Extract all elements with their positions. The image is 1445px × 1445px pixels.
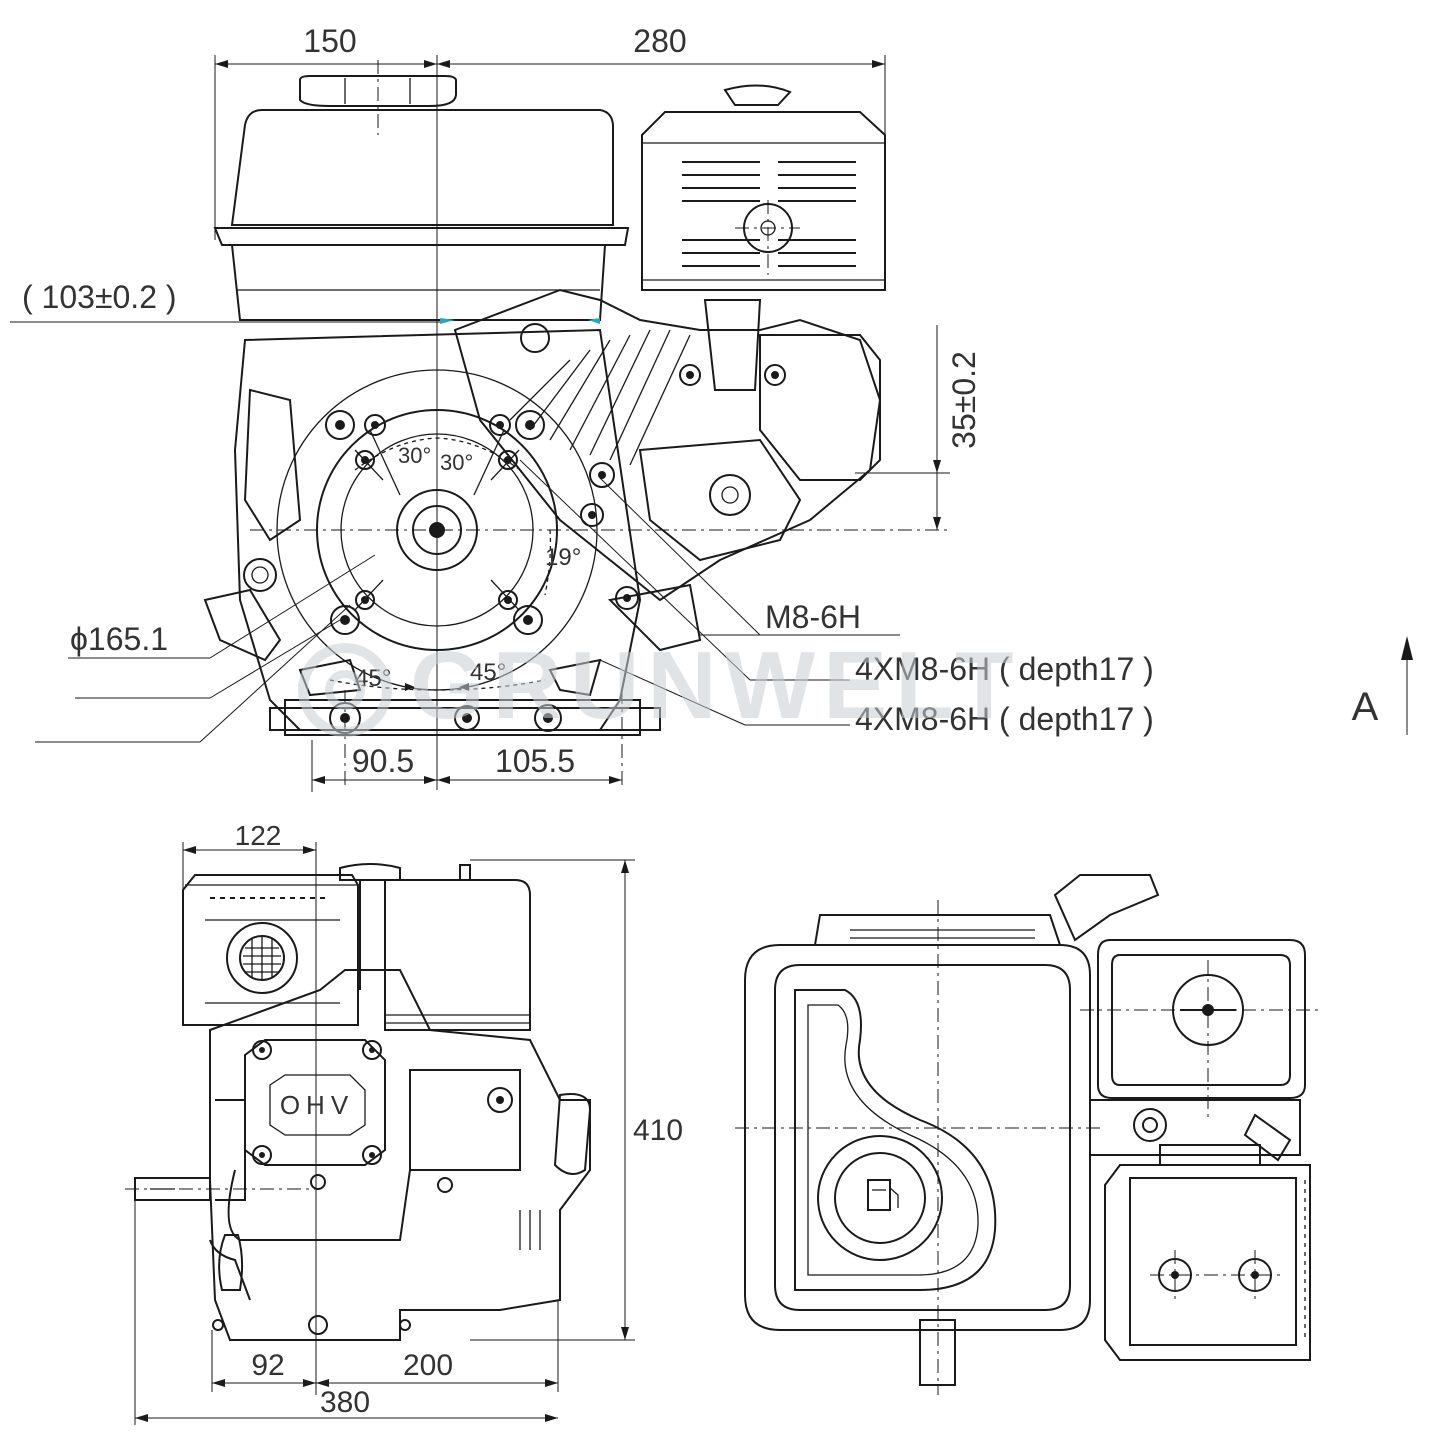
- spark-plug-cap-icon: [709, 474, 751, 516]
- side-bottom-dimensions: 92 200 380: [134, 1200, 559, 1425]
- fuel-tank: [213, 75, 630, 321]
- view-a-label: A: [1352, 685, 1379, 729]
- front-view: 150 280 ( 103±0.2 ): [10, 23, 1413, 792]
- thread-m8-label: M8-6H: [765, 599, 861, 635]
- thread-4xm8-lower-label: 4XM8-6H ( depth17 ): [855, 701, 1154, 737]
- dim-410-label: 410: [633, 1114, 683, 1147]
- side-fuel-tank: [339, 863, 531, 1031]
- dim-380-label: 380: [320, 1386, 370, 1419]
- dim-103-label: ( 103±0.2 ): [22, 279, 177, 315]
- thread-4xm8-upper-label: 4XM8-6H ( depth17 ): [855, 651, 1154, 687]
- side-air-filter: [182, 874, 359, 1026]
- side-engine-body: OHV: [209, 969, 592, 1341]
- front-top-dimensions: 150 280: [214, 23, 886, 790]
- side-view: 122: [125, 820, 683, 1425]
- mounting-bolts: [243, 323, 786, 635]
- top-muffler: [1104, 1164, 1311, 1361]
- dim-pcd-label: ϕ165.1: [70, 621, 168, 657]
- pcd-leader: ϕ165.1: [35, 554, 376, 743]
- angle-30-left-label: 30°: [398, 443, 431, 468]
- dim-35-label: 35±0.2: [946, 351, 982, 449]
- side-height-dimension: 410: [470, 859, 683, 1341]
- front-centerlines: [250, 60, 950, 790]
- dim-105-5-label: 105.5: [495, 743, 575, 779]
- thread-leaders: M8-6H 4XM8-6H ( depth17 ) 4XM8-6H ( dept…: [519, 459, 1154, 737]
- air-filter: [641, 84, 886, 391]
- cylinder-fins: [453, 288, 882, 602]
- shaft-height-dimension: 35±0.2: [855, 325, 982, 530]
- dim-200-label: 200: [403, 1349, 453, 1382]
- top-carburetor: [1089, 1099, 1301, 1166]
- dim-122-label: 122: [235, 820, 282, 851]
- angle-30-right-label: 30°: [440, 450, 473, 475]
- dim-280-label: 280: [633, 23, 686, 59]
- dim-90-5-label: 90.5: [352, 743, 414, 779]
- top-air-cleaner: [1053, 874, 1320, 1120]
- watermark-gear-icon: [298, 643, 392, 737]
- dim-92-label: 92: [251, 1349, 284, 1382]
- side-pto-shaft: [125, 1177, 320, 1201]
- watermark-text: GRUNWELT: [410, 632, 1021, 739]
- top-view: [735, 874, 1320, 1395]
- fuel-cap-icon: [817, 1135, 943, 1261]
- ohv-label: OHV: [280, 1090, 354, 1120]
- air-filter-mesh-icon: [226, 922, 298, 994]
- dim-150-label: 150: [303, 23, 356, 59]
- watermark: GRUNWELT: [298, 632, 1021, 739]
- view-direction-arrow: A: [1352, 636, 1413, 735]
- air-filter-vents-right: [778, 161, 856, 267]
- angle-19-label: 19°: [545, 544, 581, 571]
- top-fuel-tank: [744, 944, 1091, 1331]
- angle-45-right-label: 45°: [470, 659, 506, 686]
- front-base-dimensions: 90.5 105.5: [311, 740, 622, 792]
- ohv-valve-cover: [244, 1039, 386, 1166]
- side-top-dimension: 122: [182, 820, 317, 1395]
- tank-offset-dimension: ( 103±0.2 ): [10, 279, 600, 324]
